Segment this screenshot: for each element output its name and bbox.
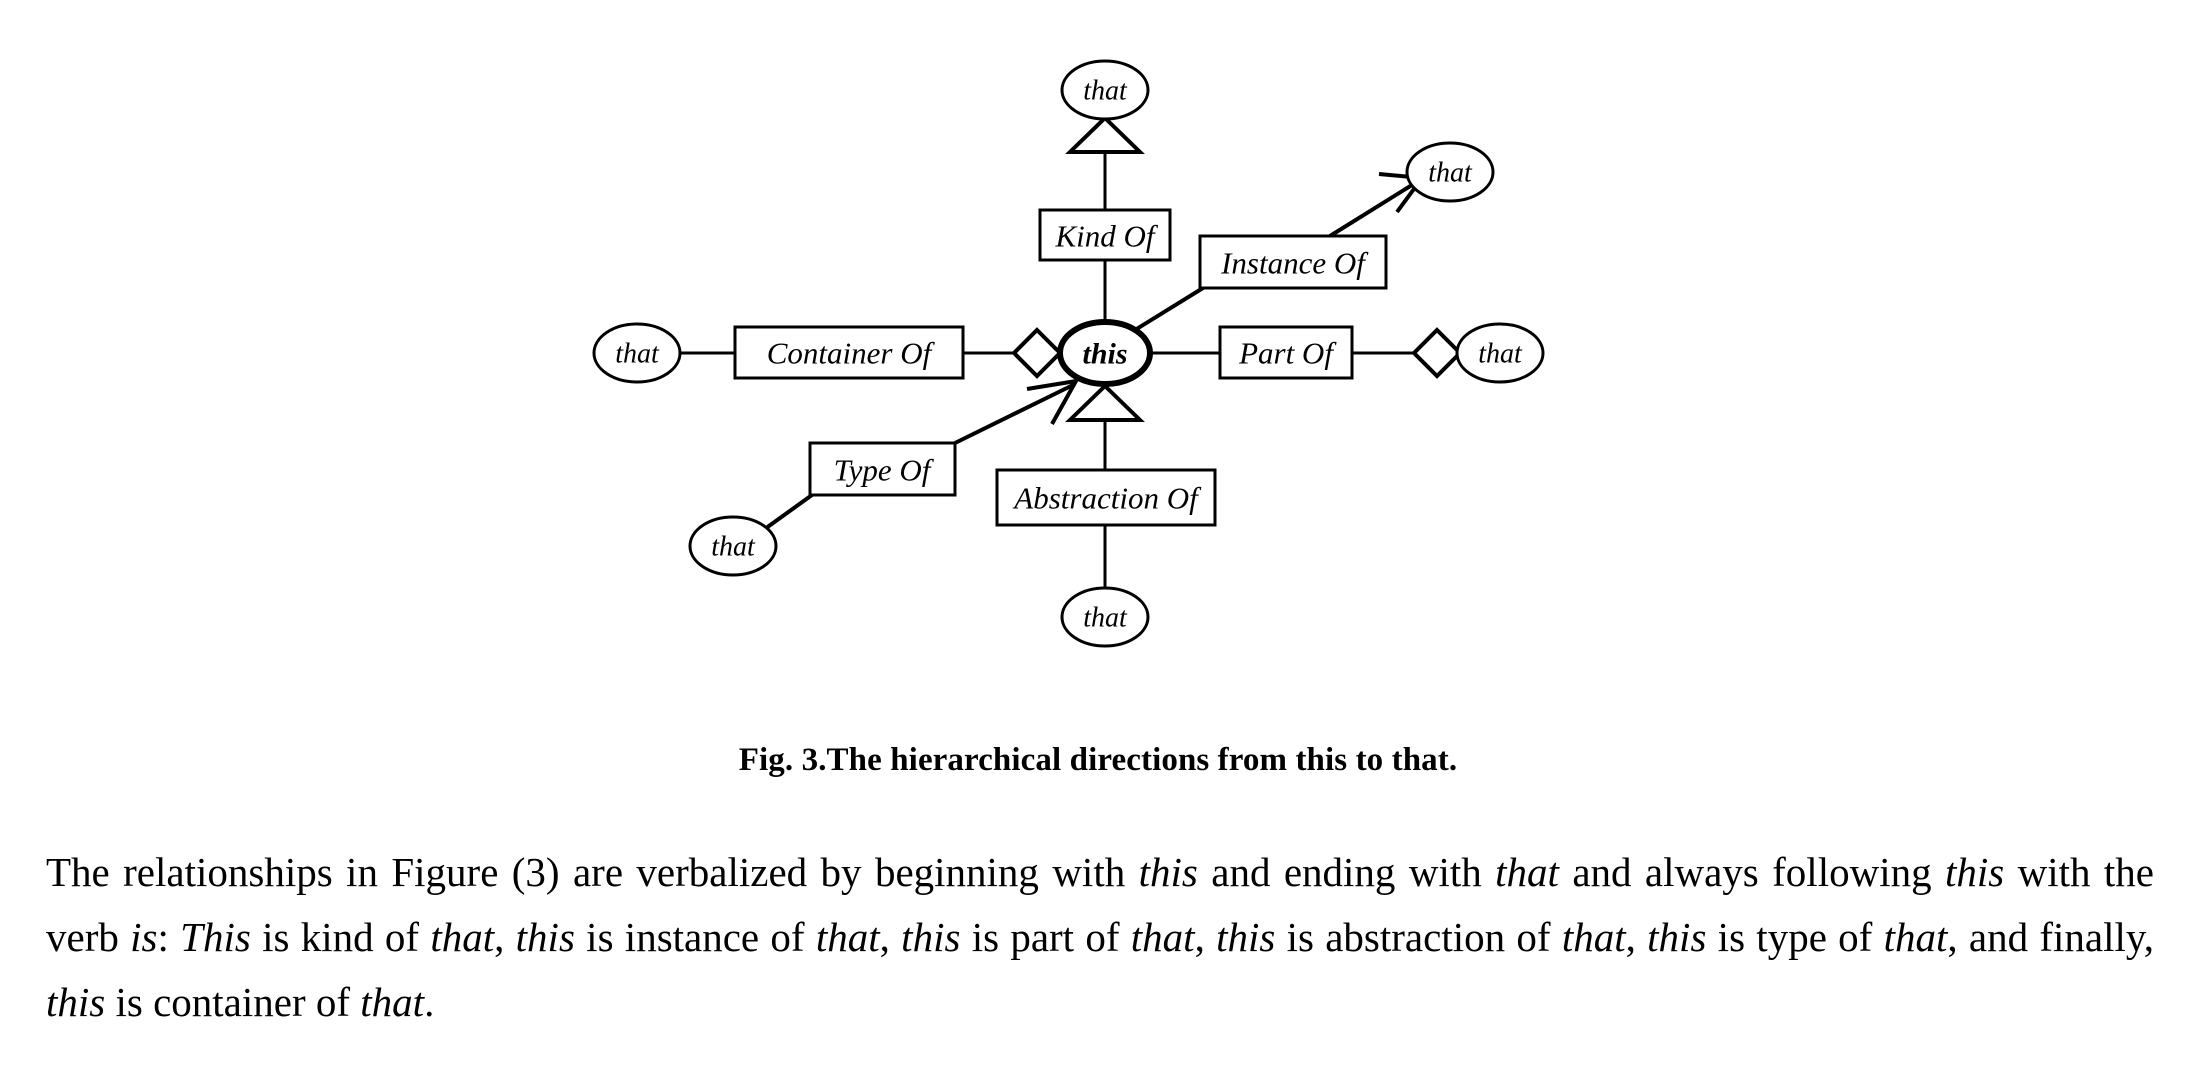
relation-type-of-label: Type Of [834,453,935,488]
edge-instanceof-to-that-topright [1328,178,1422,238]
edge-typeof-to-this [954,383,1074,445]
paragraph-run: is kind of [250,913,431,960]
ellipse-shape [1455,322,1545,384]
paragraph-run: that [1495,849,1559,895]
node-this-center[interactable]: this [1057,319,1153,387]
node-that-bottom-left-label: that [711,532,756,563]
relation-box-container-of[interactable]: Container Of [733,325,965,380]
paragraph-run: that [1561,913,1626,960]
ellipse-shape [688,515,778,577]
paragraph-run: this [46,978,106,1025]
relation-box-part-of[interactable]: Part Of [1218,325,1354,380]
paragraph-run: , [1625,913,1648,960]
hierarchical-directions-svg: that that that that that [592,59,1545,648]
node-that-top-label: that [1083,76,1128,107]
node-that-bottom-label: that [1083,603,1128,634]
node-that-top-right-label: that [1428,158,1473,189]
diamond-icon-containerof [1011,327,1063,379]
ellipse-shape [592,322,682,384]
paragraph-run: that [1883,913,1948,960]
ellipse-shape [1060,586,1150,648]
relation-box-type-of[interactable]: Type Of [808,441,957,497]
relation-box-abstraction-of[interactable]: Abstraction Of [995,468,1217,527]
edge-this-to-instanceof [1133,286,1205,332]
paragraph-run: is part of [960,913,1131,960]
node-that-bottom-left[interactable]: that [688,515,778,577]
figure-caption: Fig. 3.The hierarchical directions from … [738,742,1458,778]
node-that-right[interactable]: that [1455,322,1545,384]
body-paragraph: The relationships in Figure (3) are verb… [46,840,2154,1034]
node-this-label: this [1082,338,1127,371]
relation-instance-of-label: Instance Of [1220,246,1369,281]
node-that-left-label: that [615,339,660,370]
paragraph-run: : [157,913,181,960]
paragraph-run: The relationships in Figure (3) are verb… [46,849,1139,895]
hollow-triangle-icon-kindof [1065,115,1145,154]
box-shape [1198,234,1388,290]
paragraph-run: this [1216,913,1276,960]
figure-3-diagram: that that that that that [592,59,1545,648]
paragraph-run: is type of [1706,913,1884,960]
hollow-triangle-icon-abstractionof [1065,383,1145,422]
node-that-bottom[interactable]: that [1060,586,1150,648]
paragraph-run: and always following [1558,849,1945,895]
paragraph-run: , and finally, [1947,913,2154,960]
relation-box-kind-of[interactable]: Kind Of [1038,208,1172,262]
paragraph-run: this [515,913,575,960]
paragraph-run: , [494,913,516,960]
paragraph-run: that [430,913,495,960]
relation-kind-of-label: Kind Of [1054,219,1158,254]
node-that-top-right[interactable]: that [1405,141,1495,203]
paragraph-run: that [815,913,880,960]
relation-part-of-label: Part Of [1238,336,1337,371]
paragraph-run: and ending with [1197,849,1496,895]
paragraph-run: with the verb [46,849,2155,960]
paragraph-run: that [360,978,425,1025]
paragraph-run: that [1130,913,1195,960]
paragraph-run: , [879,913,902,960]
box-shape [733,325,965,380]
open-arrow-icon-typeof [1026,378,1080,425]
diamond-icon-partof [1411,327,1463,379]
relation-container-of-label: Container Of [767,336,936,371]
box-shape [1218,325,1354,380]
paragraph-run: , [1194,913,1217,960]
ellipse-shape [1405,141,1495,203]
paragraph-run: . [424,978,435,1025]
node-that-top[interactable]: that [1060,59,1150,121]
relation-abstraction-of-label: Abstraction Of [1012,481,1202,516]
paragraph-run: this [901,913,961,960]
paragraph-run: this [1138,849,1198,895]
paragraph-run: this [1944,849,2005,895]
edge-that-bottomleft-to-typeof [760,493,814,533]
paragraph-run: is container of [105,978,361,1025]
ellipse-shape-bold [1057,319,1153,387]
box-shape [995,468,1217,527]
node-that-left[interactable]: that [592,322,682,384]
relation-box-instance-of[interactable]: Instance Of [1198,234,1388,290]
paragraph-run: is [130,913,158,960]
node-that-right-label: that [1478,339,1523,370]
box-shape [808,441,957,497]
paragraph-run: this [1647,913,1707,960]
paragraph-run: is instance of [574,913,816,960]
paragraph-run: This [180,913,251,960]
box-shape [1038,208,1172,262]
paragraph-run: is abstraction of [1275,913,1562,960]
ellipse-shape [1060,59,1150,121]
